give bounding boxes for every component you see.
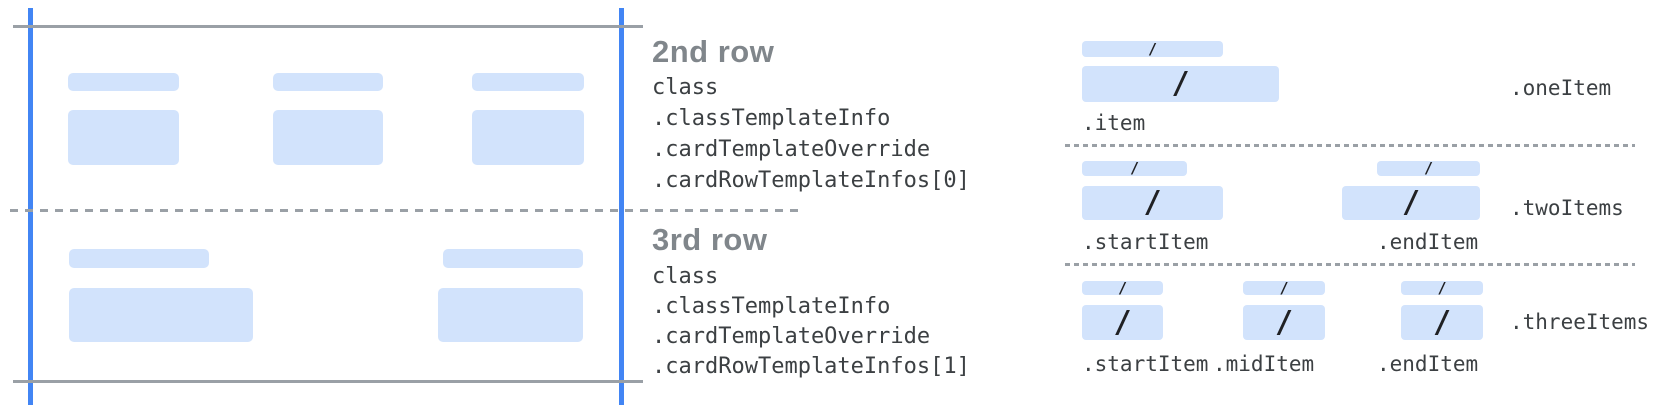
template-separator-dotted-line: [1065, 263, 1635, 266]
slash-icon: /: [1129, 159, 1140, 177]
slash-icon: /: [1437, 278, 1447, 297]
row2-class-path: class .classTemplateInfo .cardTemplateOv…: [652, 72, 970, 196]
row2-path-line-2: .classTemplateInfo: [652, 106, 891, 131]
row2-col2-value-placeholder: [273, 110, 383, 165]
threeitems-start-label-bar: /: [1082, 278, 1163, 297]
card-right-guide-line: [619, 8, 624, 405]
row3-start-label-placeholder: [69, 249, 209, 268]
slash-icon: /: [1401, 185, 1421, 220]
row2-col1-label-placeholder: [68, 73, 179, 91]
threeitems-end-label-bar: /: [1401, 278, 1483, 297]
row3-start-value-placeholder: [69, 288, 253, 342]
threeitems-mid-label: .midItem: [1213, 352, 1315, 376]
row-divider-dashed-line: [10, 209, 800, 212]
row3-class-path: class .classTemplateInfo .cardTemplateOv…: [652, 262, 970, 382]
slash-icon: /: [1117, 278, 1128, 297]
oneitem-item-value-bar: /: [1082, 66, 1279, 102]
row2-path-line-3: .cardTemplateOverride: [652, 137, 931, 162]
row3-title: 3rd row: [652, 222, 768, 257]
row2-title: 2nd row: [652, 34, 775, 69]
oneitem-item-label: .item: [1082, 111, 1146, 135]
twoitems-start-label-bar: /: [1082, 161, 1187, 176]
row2-col1-value-placeholder: [68, 110, 179, 165]
row2-path-line-1: class: [652, 75, 719, 100]
twoitems-end-label: .endItem: [1377, 230, 1479, 254]
slash-icon: /: [1113, 304, 1132, 340]
threeitems-end-label: .endItem: [1377, 352, 1479, 376]
template-separator-dotted-line: [1065, 144, 1635, 147]
slash-icon: /: [1147, 39, 1158, 58]
slash-icon: /: [1171, 66, 1190, 101]
row3-path-line-4: .cardRowTemplateInfos[1]: [652, 354, 970, 379]
twoitems-start-value-bar: /: [1082, 186, 1223, 220]
row3-end-label-placeholder: [443, 249, 583, 268]
twoitems-end-value-bar: /: [1342, 186, 1480, 220]
threeitems-end-value-bar: /: [1401, 305, 1483, 340]
row3-path-line-3: .cardTemplateOverride: [652, 324, 931, 349]
card-top-border-line: [13, 25, 643, 28]
row2-path-line-4: .cardRowTemplateInfos[0]: [652, 168, 970, 193]
threeitems-start-label: .startItem: [1082, 352, 1209, 376]
twoitems-end-label-bar: /: [1377, 161, 1480, 176]
threeitems-mid-value-bar: /: [1243, 305, 1325, 340]
twoitems-template-name: .twoItems: [1510, 196, 1624, 220]
twoitems-start-label: .startItem: [1082, 230, 1209, 254]
slash-icon: /: [1423, 159, 1434, 177]
threeitems-template-name: .threeItems: [1510, 310, 1650, 334]
slash-icon: /: [1279, 278, 1289, 297]
threeitems-start-value-bar: /: [1082, 305, 1163, 340]
oneitem-item-label-bar: /: [1082, 41, 1223, 57]
threeitems-mid-label-bar: /: [1243, 278, 1325, 297]
row3-end-value-placeholder: [438, 288, 583, 342]
oneitem-template-name: .oneItem: [1510, 76, 1612, 100]
row2-col2-label-placeholder: [273, 73, 383, 91]
slash-icon: /: [1274, 304, 1294, 340]
slash-icon: /: [1143, 185, 1162, 220]
row2-col3-label-placeholder: [472, 73, 584, 91]
row3-path-line-1: class: [652, 264, 719, 289]
row3-path-line-2: .classTemplateInfo: [652, 294, 891, 319]
slash-icon: /: [1432, 304, 1452, 340]
row2-col3-value-placeholder: [472, 110, 584, 165]
card-left-guide-line: [28, 8, 33, 405]
card-bottom-border-line: [13, 380, 643, 383]
